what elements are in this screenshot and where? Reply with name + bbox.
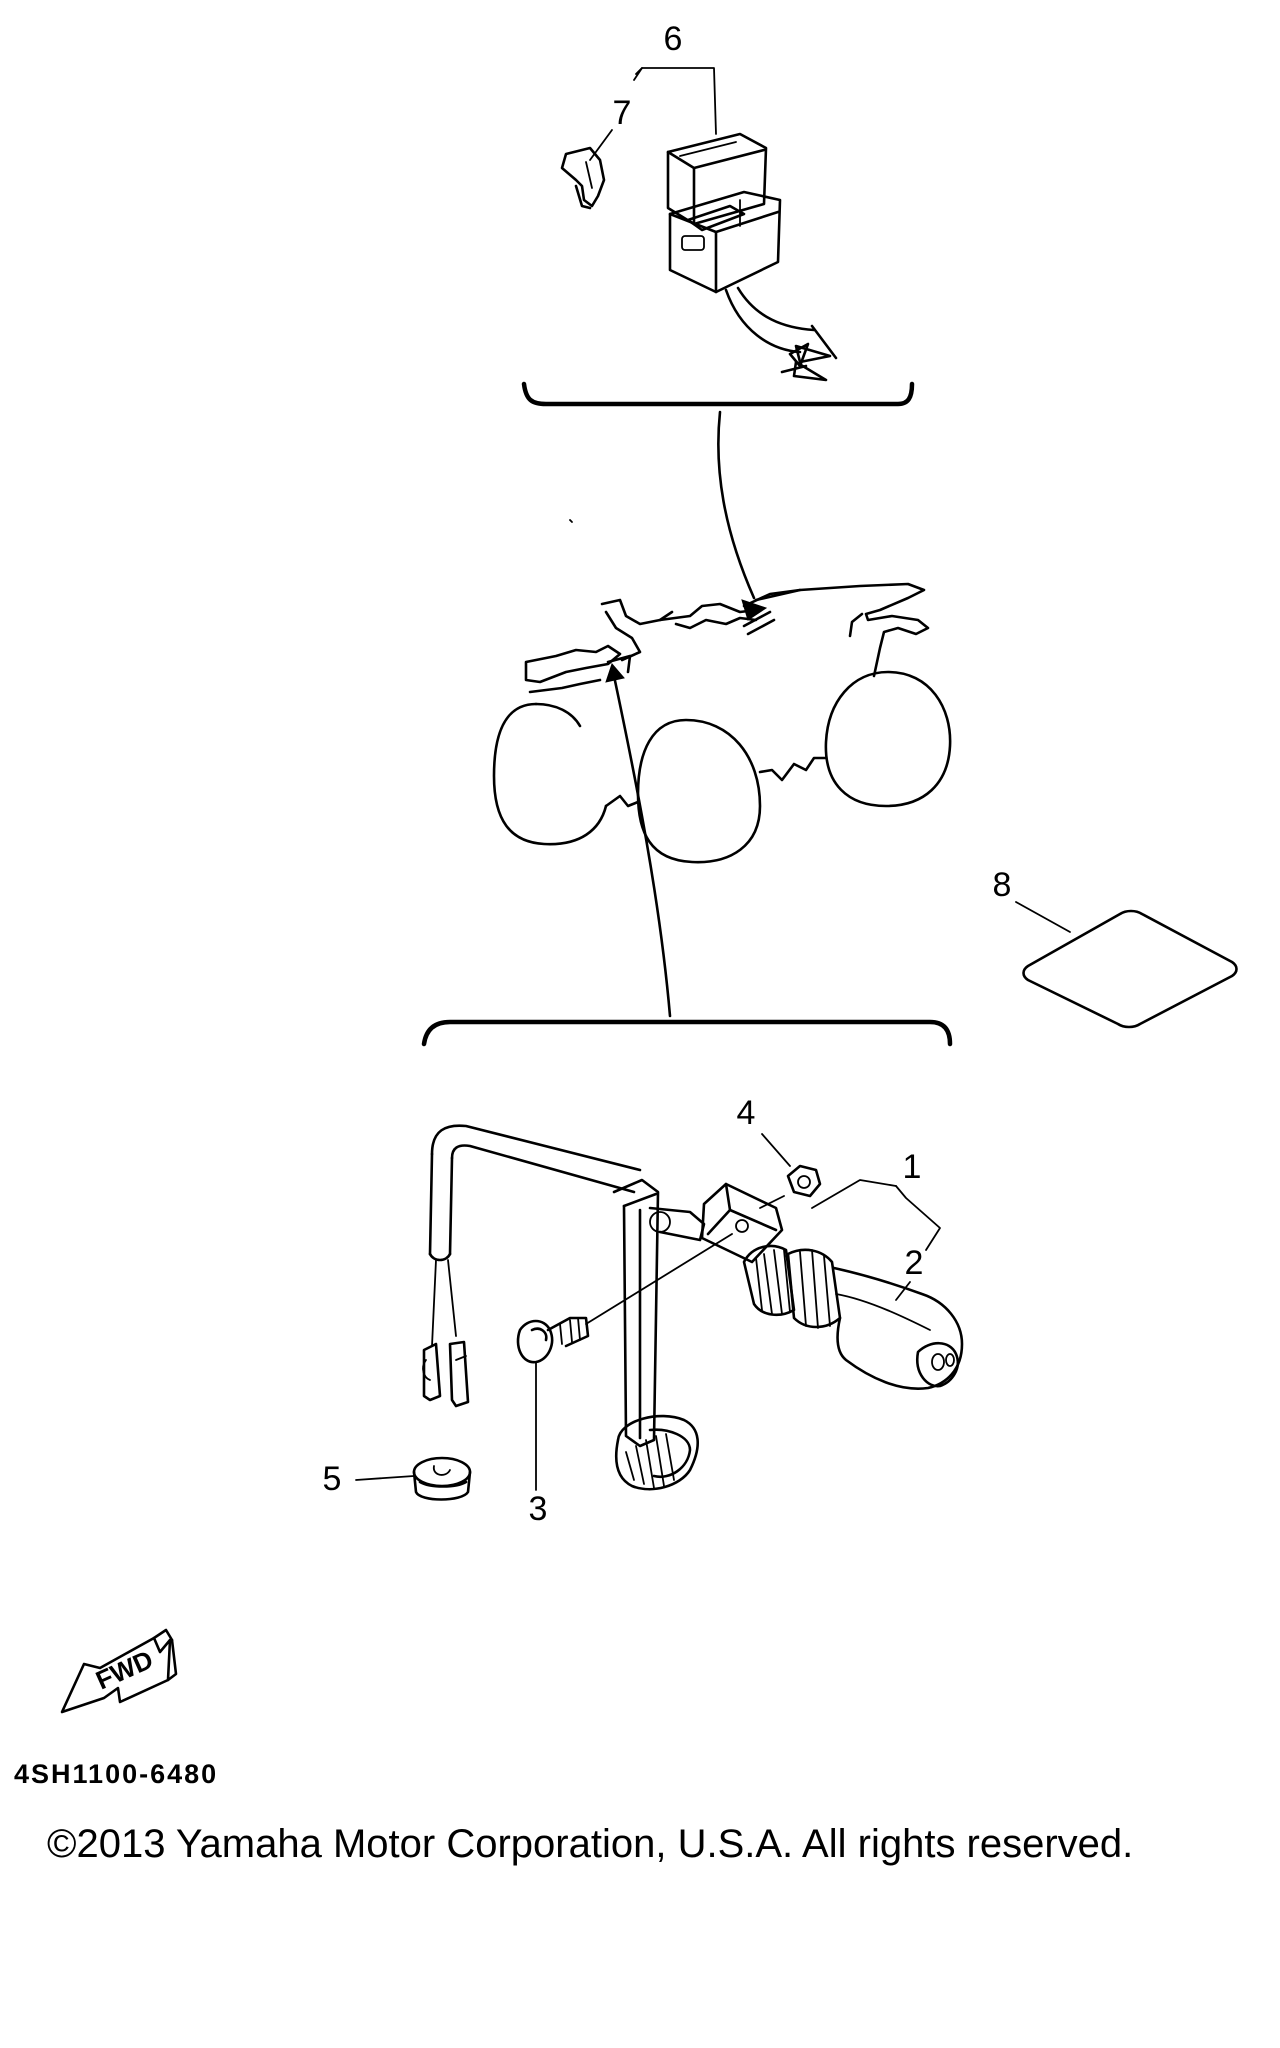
fuse (560, 146, 606, 210)
callout-8-label: 8 (993, 866, 1012, 904)
callout-4-label: 4 (737, 1094, 756, 1132)
callout-4: 4 (737, 1094, 791, 1167)
callout-3: 3 (529, 1361, 548, 1528)
diagram-reference-code: 4SH1100-6480 (14, 1759, 219, 1789)
lower-detail-bracket (421, 1019, 953, 1047)
fwd-label: FWD (91, 1644, 157, 1695)
copyright-notice: ©2013 Yamaha Motor Corporation, U.S.A. A… (47, 1822, 1134, 1866)
callout-2: 2 (895, 1244, 924, 1301)
nut (759, 1164, 822, 1209)
atv-outline (492, 519, 952, 864)
callout-5-label: 5 (323, 1460, 342, 1498)
horn-location-arrow (605, 663, 672, 1018)
callout-1-label: 1 (903, 1148, 922, 1186)
callout-5: 5 (323, 1460, 415, 1498)
switch-assembly (422, 1124, 964, 1491)
callout-3-label: 3 (529, 1490, 548, 1528)
grommet (412, 1456, 472, 1501)
top-detail-bracket (521, 381, 915, 407)
callout-6-label: 6 (664, 20, 683, 58)
fwd-arrow-icon: FWD (60, 1628, 178, 1714)
callout-1: 1 (811, 1148, 941, 1251)
callout-6: 6 (633, 20, 717, 135)
relay-location-arrow (717, 410, 776, 636)
relay-assembly (666, 132, 838, 382)
screw (516, 1233, 733, 1364)
callout-7: 7 (589, 94, 632, 161)
owners-manual-sheet: 8 (993, 866, 1238, 1029)
callout-7-label: 7 (613, 94, 632, 132)
callout-2-label: 2 (905, 1244, 924, 1282)
